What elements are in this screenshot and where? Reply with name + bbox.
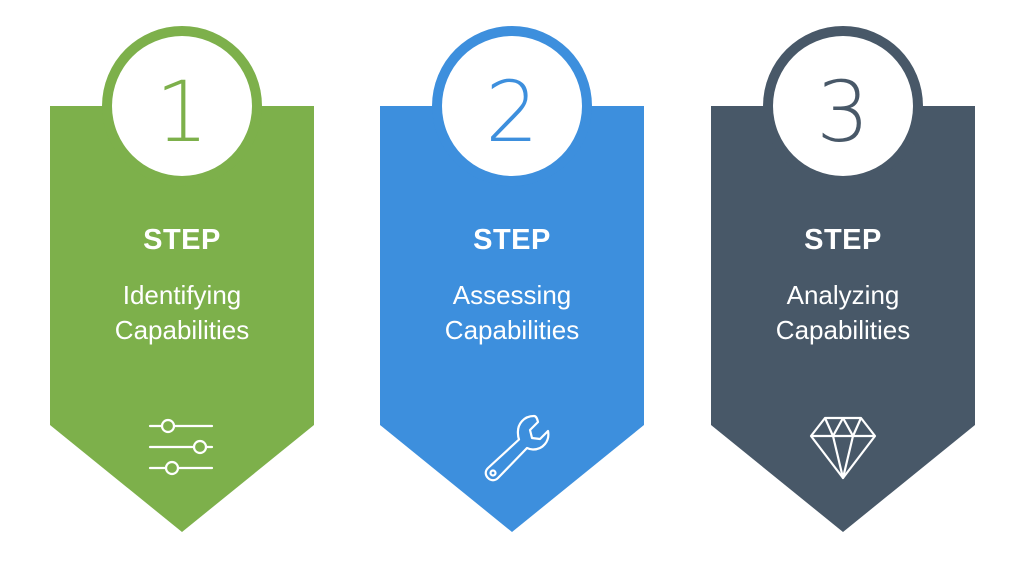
step-title-line-1: Identifying: [122, 280, 242, 310]
step-title-line-2: Capabilities: [775, 315, 911, 345]
step-number: 3: [816, 63, 870, 161]
step-title-line-1: Assessing: [452, 280, 572, 310]
step-number: 2: [485, 63, 539, 161]
step-card-3: 3 STEP Analyzing Capabilities: [711, 0, 975, 578]
wrench-icon: [484, 414, 550, 482]
step-banner-shape: [711, 26, 975, 532]
step-heading: STEP: [143, 224, 221, 256]
step-heading: STEP: [473, 224, 551, 256]
step-card-1: 1 STEP Identifying Capabilities: [50, 0, 314, 578]
step-title-line-2: Capabilities: [114, 315, 250, 345]
step-title: Identifying Capabilities: [50, 278, 314, 348]
sliders-icon: [148, 418, 214, 476]
step-title: Assessing Capabilities: [380, 278, 644, 348]
step-title: Analyzing Capabilities: [711, 278, 975, 348]
step-heading: STEP: [804, 224, 882, 256]
step-title-line-2: Capabilities: [444, 315, 580, 345]
step-banner-shape: [380, 26, 644, 532]
diamond-icon: [809, 416, 877, 480]
step-card-2: 2 STEP Assessing Capabilities: [380, 0, 644, 578]
step-title-line-1: Analyzing: [786, 280, 900, 310]
step-number: 1: [155, 63, 209, 161]
step-banner-shape: [50, 26, 314, 532]
